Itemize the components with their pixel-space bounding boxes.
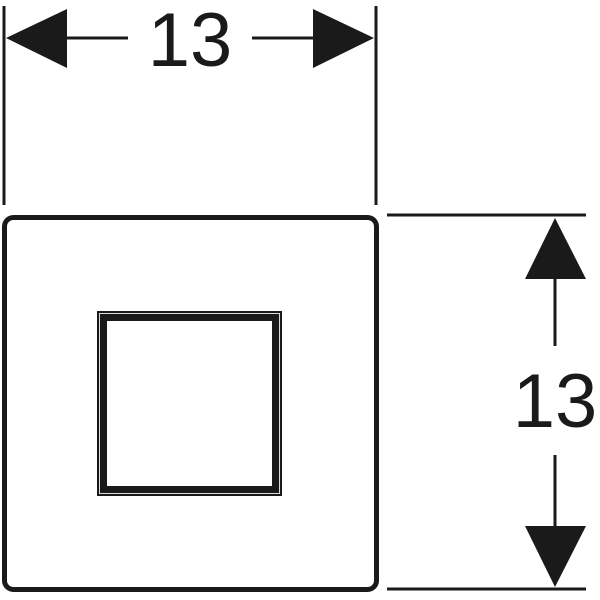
height-dimension: 13 bbox=[387, 213, 598, 591]
down-arrowhead-icon bbox=[525, 526, 586, 587]
inner-button bbox=[97, 311, 282, 496]
inner-frame-opening bbox=[107, 321, 272, 486]
width-dimension: 13 bbox=[2, 0, 378, 205]
width-label: 13 bbox=[148, 0, 233, 83]
left-arrowhead-icon bbox=[6, 9, 67, 68]
inner-frame-highlight bbox=[99, 313, 280, 494]
right-arrowhead-icon bbox=[313, 9, 374, 68]
up-arrowhead-icon bbox=[525, 218, 586, 279]
height-label: 13 bbox=[513, 359, 598, 444]
outer-plate bbox=[2, 215, 379, 592]
